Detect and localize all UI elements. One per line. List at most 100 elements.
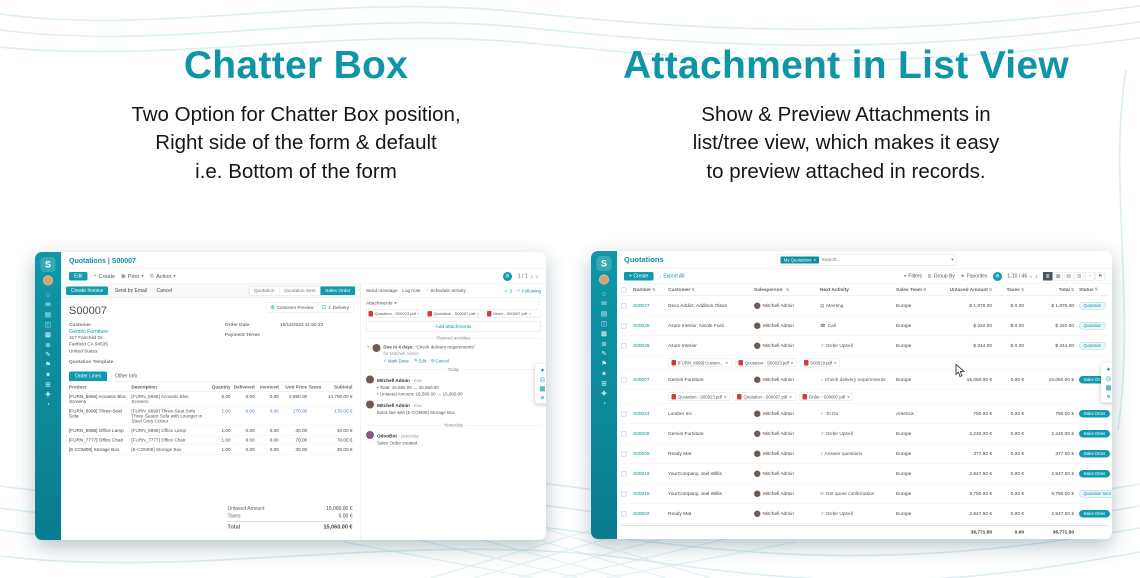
group-by-button[interactable]: ≣Group By (928, 274, 955, 280)
create-button[interactable]: +Create (94, 273, 115, 279)
remove-attachment-icon[interactable]: × (723, 394, 727, 400)
quotation-number[interactable]: S00018 (633, 491, 650, 497)
sidebar-icon[interactable]: ◔ (602, 399, 606, 407)
action-menu[interactable]: ⚙Action▾ (150, 273, 176, 279)
search-icon[interactable]: ◎ (539, 375, 546, 383)
attachment-chip[interactable]: Quotation - S00023.pdf× (366, 309, 423, 318)
quotation-number[interactable]: S00002 (633, 511, 650, 517)
sidebar-icon[interactable]: ▦ (600, 329, 608, 337)
sidebar-icon[interactable]: ⊞ (45, 380, 51, 388)
attachment-chip[interactable]: [FURN_8999] Custom...× (668, 358, 732, 367)
attachment-chip[interactable]: Quotation - S00023.pdf× (668, 392, 730, 401)
mark-done-button[interactable]: ✓Mark Done (383, 358, 409, 364)
column-header-taxes[interactable]: Taxes⇅ (1006, 287, 1024, 293)
followers-button[interactable]: ☺2 (504, 288, 513, 293)
row-checkbox[interactable] (621, 411, 627, 417)
notebook-tab[interactable]: Other Info (115, 373, 138, 379)
activity-icon[interactable]: ✓ (820, 411, 824, 416)
cancel-activity-button[interactable]: ⊘Cancel (431, 358, 449, 364)
grid-icon[interactable]: ▦ (539, 384, 546, 392)
column-header-description[interactable]: Description (131, 384, 157, 390)
order-line-row[interactable]: [E-COM08] Storage Box [E-COM08] Storage … (69, 445, 353, 455)
send-message-button[interactable]: Send message (366, 288, 398, 294)
sidebar-icon[interactable]: ▦ (44, 330, 52, 338)
column-header-next-activity[interactable]: Next Activity (820, 287, 849, 293)
row-checkbox[interactable] (621, 471, 627, 477)
column-header-delivered[interactable]: Delivered (233, 384, 255, 390)
breadcrumb[interactable]: Quotations | S00007 (69, 256, 136, 265)
kanban-view-icon[interactable]: ▦ (1053, 272, 1063, 281)
table-row[interactable]: S00018 YourCompany, Joel Willis Mitchell… (621, 484, 1112, 504)
row-checkbox[interactable] (621, 511, 627, 517)
menu-icon[interactable]: ≡ (540, 393, 545, 401)
sidebar-icon[interactable]: ≣ (601, 339, 607, 347)
table-row[interactable]: S00005 Ready Mat Mitchell Admin ?Answer … (621, 444, 1110, 464)
sidebar-icon[interactable]: ✚ (601, 389, 607, 397)
sidebar-icon[interactable]: ✉ (45, 300, 51, 308)
sidebar-icon[interactable]: ⚑ (601, 359, 607, 367)
cancel-button[interactable]: Cancel (156, 288, 173, 294)
row-checkbox[interactable] (621, 431, 627, 437)
pager-previous-icon[interactable]: ‹ (1030, 272, 1033, 281)
remove-attachment-icon[interactable]: × (847, 394, 850, 400)
export-all-button[interactable]: ↓Export All (659, 274, 685, 280)
activity-icon[interactable]: ↗ (820, 511, 824, 516)
grid-icon[interactable]: ▦ (1105, 383, 1112, 391)
search-icon[interactable]: ◎ (1105, 374, 1112, 382)
sidebar-icon[interactable]: ✚ (45, 390, 51, 398)
remove-attachment-icon[interactable]: × (725, 360, 728, 366)
column-header-taxes[interactable]: Taxes (308, 384, 322, 390)
column-header-customer[interactable]: Customer⇅ (668, 287, 695, 293)
pager-next-icon[interactable]: › (1035, 272, 1038, 281)
search-facet[interactable]: My Quotations × (780, 256, 819, 264)
sidebar-icon[interactable]: ⚑ (45, 360, 51, 368)
column-header-product[interactable]: Product (69, 384, 87, 390)
sidebar-icon[interactable]: ★ (45, 370, 51, 378)
remove-attachment-icon[interactable]: × (790, 360, 794, 366)
activity-icon[interactable]: ✉ (820, 491, 824, 496)
row-checkbox[interactable] (621, 343, 627, 349)
pivot-view-icon[interactable]: ⊞ (1074, 272, 1084, 281)
order-line-row[interactable]: [FURN_7777] Office Chair [FURN_7777] Off… (69, 435, 353, 445)
sidebar-icon[interactable]: ◔ (46, 400, 50, 408)
remove-attachment-icon[interactable]: × (789, 394, 792, 400)
table-row[interactable]: S00024 Lumber Inc Mitchell Admin ✓To Do … (621, 404, 1110, 424)
table-row[interactable]: S00008 Gemini Furniture Mitchell Admin ↗… (621, 424, 1110, 444)
kebab-menu-icon[interactable]: ⋮ (536, 300, 541, 307)
edit-button[interactable]: Edit (69, 272, 88, 281)
attachment-chip[interactable]: Quotation - S00007.pdf× (425, 309, 482, 318)
quotation-number[interactable]: S00008 (633, 431, 650, 437)
column-header-untaxed[interactable]: Untaxed Amount⇅ (949, 287, 992, 293)
order-line-row[interactable]: [FURN_8888] Office Lamp [FURN_8888] Offi… (69, 426, 353, 436)
table-row[interactable]: S00026 Azure Interior, Nicole Ford Mitch… (621, 316, 1108, 336)
notebook-tab[interactable]: Order Lines (69, 371, 108, 381)
table-row[interactable]: S00019 YourCompany, Joel Willis Mitchell… (621, 464, 1110, 484)
select-all-checkbox[interactable] (621, 287, 627, 293)
quotation-number[interactable]: S00024 (633, 411, 650, 417)
sidebar-icon[interactable]: ⊞ (601, 379, 607, 387)
sidebar-icon[interactable]: ✉ (601, 299, 607, 307)
schedule-activity-button[interactable]: ◔Schedule activity (425, 288, 466, 294)
sidebar-icon[interactable]: ⌂ (46, 290, 50, 298)
quotation-number[interactable]: S00027 (633, 303, 650, 309)
sidebar-icon[interactable]: ◫ (600, 319, 608, 327)
filters-button[interactable]: ▾Filters (904, 274, 922, 280)
print-menu[interactable]: ▣Print▾ (121, 273, 144, 279)
row-checkbox[interactable] (621, 323, 627, 329)
activity-icon[interactable]: ↗ (820, 343, 824, 348)
quotation-number[interactable]: S00007 (633, 377, 650, 383)
remove-attachment-icon[interactable]: × (834, 360, 837, 366)
column-header-unit-price[interactable]: Unit Price (285, 384, 308, 390)
column-header-status[interactable]: Status⇅ (1079, 287, 1098, 293)
app-logo[interactable]: S (40, 257, 56, 272)
caret-down-icon[interactable]: ▾ (951, 257, 954, 263)
column-header-salesperson[interactable]: Salesperson⇅ (754, 287, 790, 293)
sidebar-icon[interactable]: ✎ (45, 350, 51, 358)
remove-attachment-icon[interactable]: × (417, 311, 420, 317)
user-avatar[interactable] (599, 274, 609, 285)
table-row[interactable]: S00002 Ready Mat Mitchell Admin ↗Order U… (621, 504, 1110, 524)
pager-next-icon[interactable]: › (535, 272, 538, 281)
sidebar-icon[interactable]: ✎ (601, 349, 607, 357)
row-checkbox[interactable] (621, 451, 627, 457)
row-checkbox[interactable] (621, 303, 627, 309)
